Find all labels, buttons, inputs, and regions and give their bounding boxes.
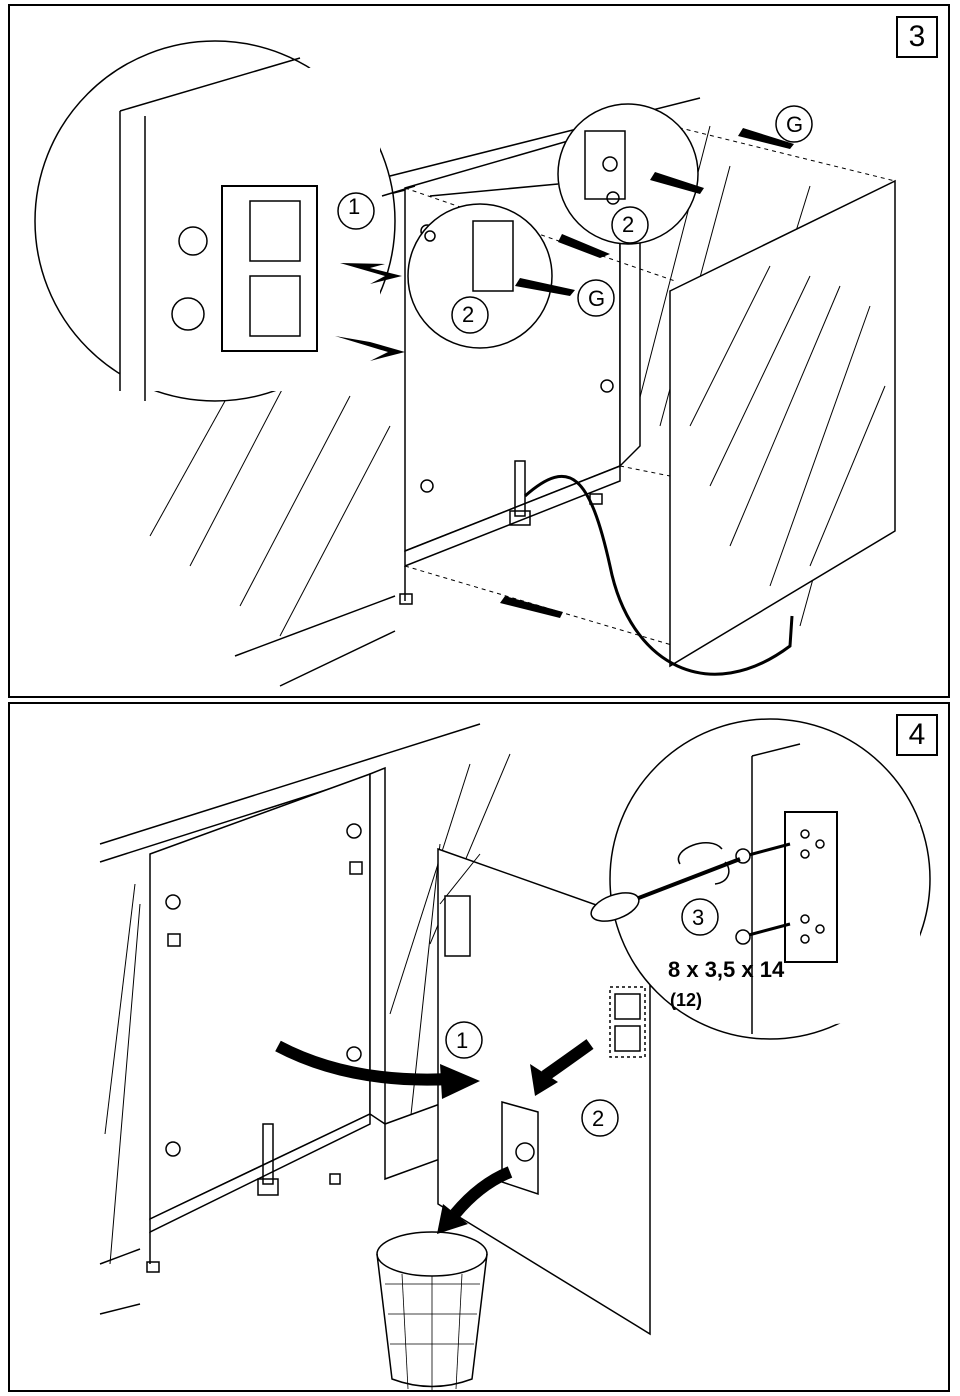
step-4-number: 4 bbox=[896, 714, 938, 756]
dishwasher-front bbox=[149, 772, 371, 1221]
screw-lower bbox=[744, 922, 791, 938]
callout-2-lower: 2 bbox=[462, 302, 474, 327]
insert-arrows bbox=[335, 128, 794, 618]
callout-2-upper: 2 bbox=[622, 212, 634, 237]
callout-2: 2 bbox=[592, 1106, 604, 1131]
hinge-plate-detail bbox=[784, 811, 838, 963]
step-4-panel: 4 bbox=[8, 702, 950, 1392]
hinge-plate-right bbox=[609, 986, 646, 1058]
furniture-door-panel bbox=[669, 179, 896, 668]
callout-1: 1 bbox=[348, 194, 360, 219]
furniture-door-panel bbox=[437, 847, 651, 1336]
callout-1-circle bbox=[445, 1021, 483, 1059]
callout-3-circle bbox=[681, 898, 719, 936]
screw-upper bbox=[744, 842, 791, 858]
step-3-number: 3 bbox=[896, 16, 938, 58]
large-bracket-detail bbox=[221, 185, 318, 352]
removed-bracket bbox=[501, 1101, 539, 1196]
waste-bin bbox=[376, 1231, 488, 1277]
screw-spec: 8 x 3,5 x 14 bbox=[668, 957, 785, 982]
plumbing-hose bbox=[524, 475, 794, 676]
screw-count: (12) bbox=[670, 990, 702, 1010]
callout-1-circle bbox=[337, 192, 375, 230]
step-3-illustration: 1 2 2 G G bbox=[34, 40, 896, 687]
callout-2-circle bbox=[581, 1099, 619, 1137]
step-4-illustration: 1 2 3 8 x 3,5 x 14 (12) bbox=[99, 718, 931, 1390]
callout-1: 1 bbox=[456, 1028, 468, 1053]
swing-arrows bbox=[275, 1039, 594, 1218]
step-3-panel: 3 bbox=[8, 4, 950, 698]
label-g-upper: G bbox=[786, 112, 803, 137]
callout-3: 3 bbox=[692, 905, 704, 930]
hinge-plate-left bbox=[444, 895, 471, 957]
label-g-lower: G bbox=[588, 286, 605, 311]
